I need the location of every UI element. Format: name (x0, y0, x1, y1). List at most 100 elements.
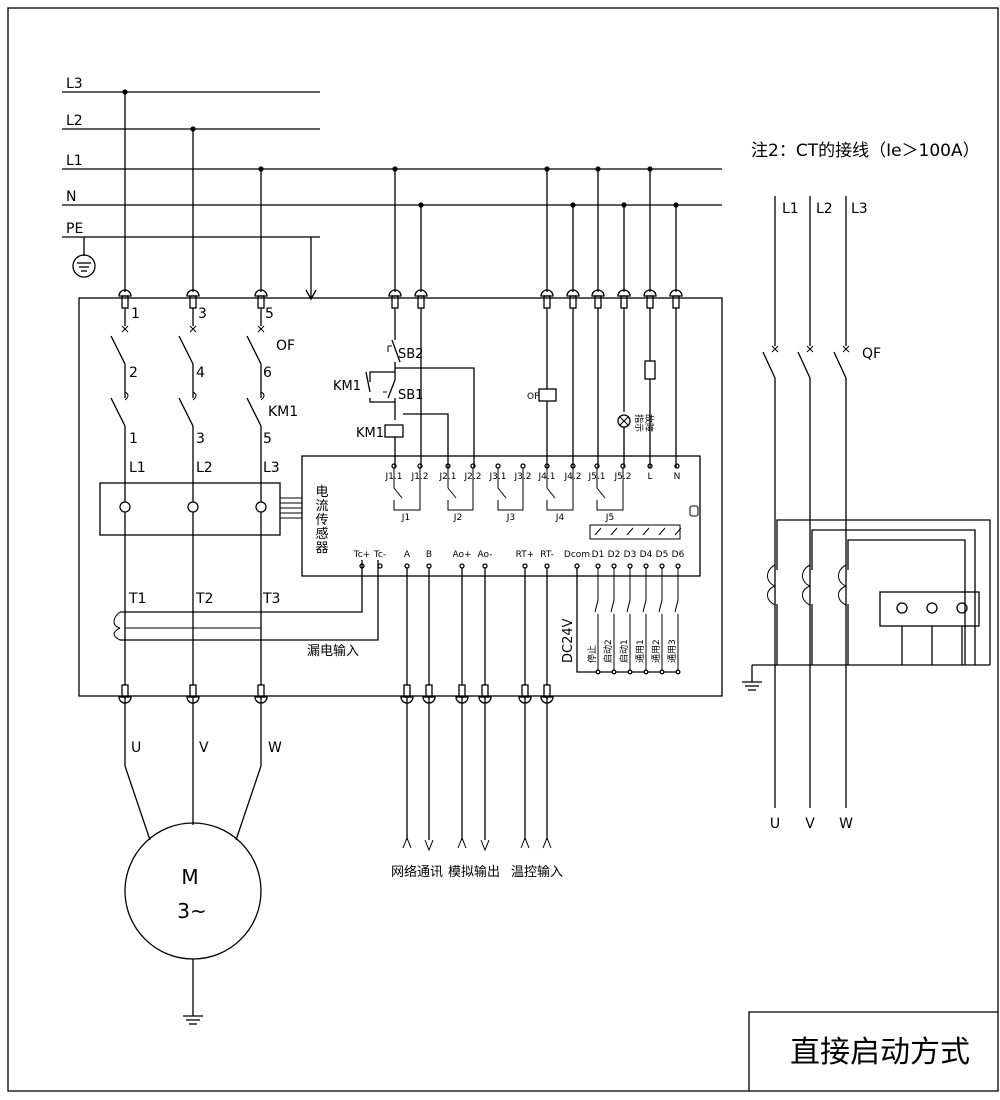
km1-coil-contact-label: KM1 (333, 379, 361, 394)
phase-t3: T3 (262, 591, 280, 607)
input-general2-label: 通用2 (651, 639, 662, 663)
ct-secondary (776, 519, 991, 665)
terminal-icon (388, 289, 402, 297)
sb2-label: SB2 (398, 347, 423, 362)
ct-coil (767, 585, 776, 606)
terminal-icon (543, 684, 551, 698)
module-box (301, 455, 701, 577)
relay-loop (546, 488, 574, 511)
phase-in-l1: L1 (129, 460, 146, 476)
bottom-terminal-dot (377, 563, 383, 569)
contactor-blade (178, 397, 194, 427)
breaker-bot-num-6: 6 (263, 365, 272, 381)
motor-lead (235, 765, 262, 841)
arrow-down-icon (424, 839, 434, 852)
contactor-label: KM1 (268, 404, 298, 420)
qf-blade (797, 351, 811, 379)
relay-contact (546, 487, 556, 499)
motor-terminal-v: V (199, 740, 209, 756)
terminal-icon (414, 289, 428, 297)
pe-ground-icon (72, 237, 96, 278)
current-sensor-char-1: 电 (315, 485, 328, 500)
bus-label-n: N (66, 189, 76, 205)
term-ao-minus: Ao- (478, 550, 493, 560)
input-stop-label: 停止 (586, 645, 598, 663)
relay-label-j4: J4 (555, 513, 565, 523)
contactor-blade (110, 397, 126, 427)
bottom-terminal-dot (426, 563, 432, 569)
motor-circle (124, 822, 262, 960)
ct-terminal-ring (926, 602, 938, 614)
relay-term-j42: J4.2 (564, 472, 582, 482)
term-b: B (426, 550, 432, 560)
bottom-terminal-dot (659, 563, 665, 569)
qf-x-mark (771, 345, 779, 353)
breaker-top-num-5: 5 (265, 306, 274, 322)
ct-coil (802, 564, 811, 587)
sb2-contact (391, 339, 401, 363)
ct-coil (767, 564, 776, 587)
di-switch (642, 599, 647, 613)
current-sensor-char-5: 器 (315, 541, 328, 556)
input-start1-label: 启动1 (618, 639, 630, 663)
di-switch (674, 599, 679, 613)
phase-in-l2: L2 (196, 460, 213, 476)
terminal-icon (118, 696, 132, 704)
main-panel (78, 297, 723, 697)
contactor-hook (192, 391, 197, 401)
terminal-icon (643, 289, 657, 297)
ct-note: 注2：CT的接线（Ie＞100A） (751, 141, 980, 161)
ct-out-w: W (839, 816, 853, 832)
bus-label-l2: L2 (66, 113, 83, 129)
ct-wiring (742, 196, 991, 808)
arrow-up-icon (520, 836, 530, 849)
breaker-top-num-3: 3 (198, 306, 207, 322)
terminal-icon (254, 289, 268, 297)
input-start2-label: 启动2 (602, 639, 614, 663)
relay-loop (497, 488, 524, 511)
relay-label-j3: J3 (506, 513, 515, 523)
motor-lead (124, 765, 151, 841)
km1-coil-label: KM1 (356, 426, 384, 441)
terminal-icon (518, 696, 532, 704)
terminal-icon (186, 289, 200, 297)
ct-coil (838, 564, 847, 587)
di-node (675, 669, 681, 675)
bottom-terminal-dot (544, 563, 550, 569)
dc24v-label: DC24V (561, 618, 576, 663)
contactor-hook (124, 391, 129, 401)
relay-loop (393, 488, 421, 511)
breaker-top-num-1: 1 (131, 306, 140, 322)
breaker-blade (110, 335, 126, 365)
terminal-icon (121, 684, 129, 698)
breaker-x-mark (121, 325, 129, 333)
term-d1: D1 (592, 550, 605, 560)
leakage-wire-1 (120, 560, 363, 613)
relay-term-j52: J5.2 (614, 472, 632, 482)
output-network-comm: 网络通讯 (391, 864, 443, 880)
input-general1-label: 通用1 (635, 639, 646, 663)
ct-terminal-ring (119, 501, 131, 513)
motor-label-m: M (181, 865, 198, 889)
relay-label-j2: J2 (453, 513, 462, 523)
terminal-icon (189, 684, 197, 698)
term-d2: D2 (608, 550, 621, 560)
bottom-terminal-dot (459, 563, 465, 569)
resistor-icon (644, 360, 656, 380)
current-sensor-char-4: 感 (315, 526, 328, 542)
j21-wire (403, 413, 449, 468)
relay-contact (393, 487, 403, 499)
relay-term-j32: J3.2 (514, 472, 532, 482)
motor-terminal-w: W (268, 740, 282, 756)
term-d4: D4 (640, 550, 653, 560)
relay-term-j31: J3.1 (489, 472, 507, 482)
diagram-title: 直接启动方式 (790, 1035, 970, 1070)
terminal-icon (400, 696, 414, 704)
di-block (589, 524, 681, 540)
ct-qf-label: QF (862, 346, 881, 362)
ct-terminal-block (879, 591, 980, 627)
breaker-label: OF (276, 338, 295, 354)
terminal-icon (186, 696, 200, 704)
term-rt-plus: RT+ (516, 550, 535, 560)
